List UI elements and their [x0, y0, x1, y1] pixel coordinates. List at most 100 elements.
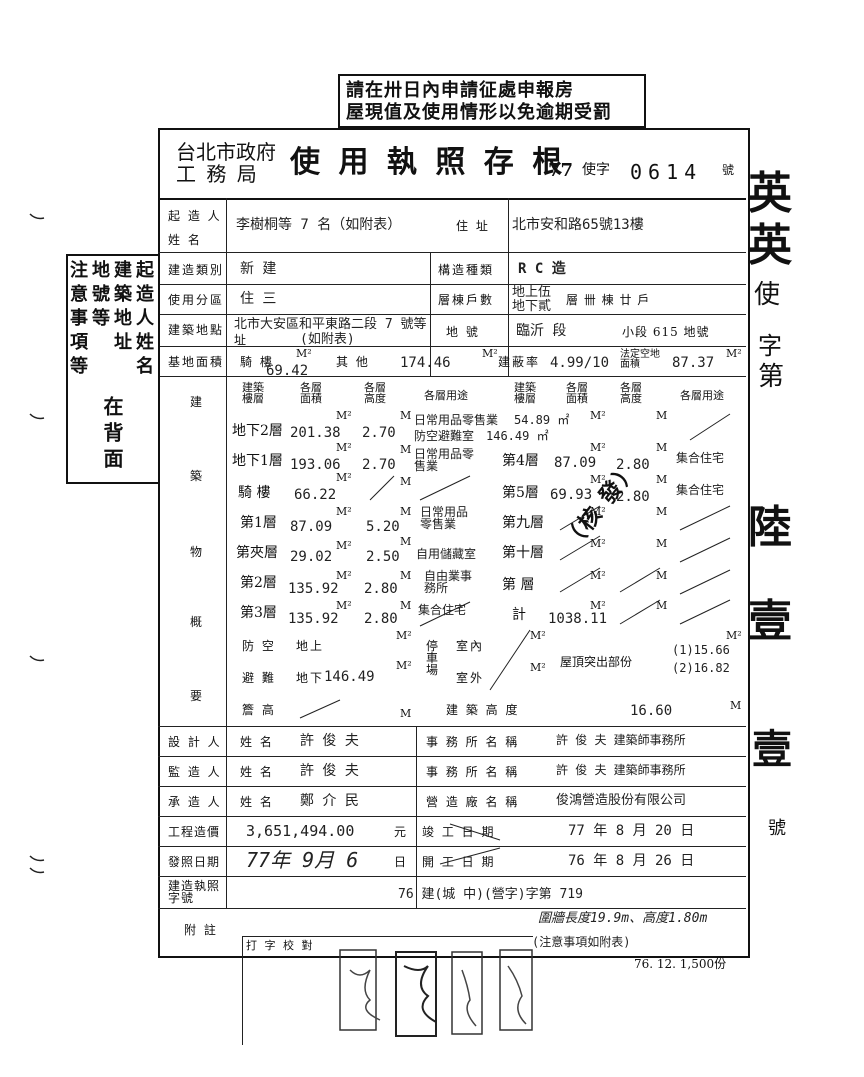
cost-value: 3,651,494.00: [246, 822, 355, 840]
parking-inside: 室內: [456, 639, 485, 653]
side-note-col4: 注意事項等: [67, 260, 88, 380]
side-note-box: 起造人姓名 建築地址 地號等 注意事項等 在背面: [66, 254, 160, 484]
left-use-3: 日常用品零售業: [420, 505, 469, 531]
supervisor-office: 許 俊 夫 建築師事務所: [556, 763, 686, 777]
right-floor-4: 第 層: [502, 577, 535, 593]
left-area-1: 193.06: [290, 457, 341, 473]
right-area-0: 87.09: [554, 455, 597, 471]
roof-label: 屋頂突出部份: [560, 655, 633, 669]
right-use-0: 集合住宅: [676, 451, 725, 465]
margin-char-2: 英: [748, 220, 792, 271]
building-height-label: 建 築 高 度: [446, 703, 520, 717]
left-floor-2: 騎 樓: [238, 485, 271, 501]
left-floor-4: 第夾層: [236, 545, 278, 561]
contractor-name: 鄭 介 民: [300, 793, 359, 809]
zone-value: 住 三: [240, 291, 277, 307]
left-area-2: 66.22: [294, 487, 337, 503]
other-label: 其 他: [336, 355, 370, 369]
site-label: 建築地點: [168, 323, 225, 337]
designer-office-label: 事 務 所 名 稱: [426, 735, 520, 749]
contractor-label: 承 造 人: [168, 795, 222, 809]
supervisor-office-label: 事 務 所 名 稱: [426, 765, 520, 779]
roof2: (2)16.82: [672, 661, 730, 675]
agency-line1: 台北市政府: [176, 140, 276, 164]
left-height-0: 2.70: [362, 425, 396, 441]
right-height-1: 2.80: [616, 489, 650, 505]
print-run: 76. 12. 1,500份: [634, 957, 727, 971]
legal-label: 法定空地面積: [620, 349, 660, 370]
floors-below: 地下貳: [512, 299, 552, 314]
coverage-label: 建蔽率: [498, 355, 541, 369]
start-label: 開 工 日 期: [422, 855, 496, 869]
designer-office: 許 俊 夫 建築師事務所: [556, 733, 686, 747]
left-floor-5: 第2層: [240, 575, 277, 591]
eave-label: 簷 高: [242, 703, 276, 717]
margin-char-8: 壹: [752, 726, 792, 773]
permit-year: 77: [548, 160, 574, 181]
left-height-6: 2.80: [364, 611, 398, 627]
left-use-4: 自用儲藏室: [416, 547, 477, 561]
side-char-5: 要: [190, 689, 205, 703]
build-type-value: 新 建: [240, 261, 277, 277]
permit-number: 0614: [630, 160, 703, 184]
notice-line1: 請在卅日內申請征處申報房: [346, 80, 574, 101]
margin-char-1: 英: [748, 168, 792, 219]
permit-label: 建造執照字號: [168, 879, 221, 905]
hdr-right-floor: 建築樓層: [514, 381, 536, 405]
supervisor-name: 許 俊 夫: [300, 763, 359, 779]
side-char-3: 物: [190, 545, 205, 559]
site-prefix: 址: [234, 333, 249, 347]
wall-note: 圍牆長度19.9m、高度1.80m: [538, 911, 708, 926]
start-date: 76 年 8 月 26 日: [568, 853, 695, 869]
margin-marks: [29, 213, 45, 874]
structure-value: R C 造: [518, 261, 566, 277]
shelter-label: 防空避難室: [414, 429, 475, 443]
left-area-0: 201.38: [290, 425, 341, 441]
left-area-3: 87.09: [290, 519, 333, 535]
side-char-2: 築: [190, 469, 205, 483]
side-char-1: 建: [190, 395, 205, 409]
margin-char-3: 使: [754, 280, 781, 310]
build-type-label: 建造類別: [168, 263, 225, 277]
proofread-box: [242, 936, 533, 1045]
arcade-label: 騎 樓: [240, 355, 274, 369]
contractor-office: 俊鴻營造股份有限公司: [556, 793, 687, 808]
supervisor-label: 監 造 人: [168, 765, 222, 779]
seal-3: [451, 951, 483, 1035]
permit-ref: 76 建(城 中)(營字)字第 719: [398, 887, 583, 902]
margin-char-9: 號: [768, 818, 786, 839]
form-title: 使 用 執 照 存 根: [290, 145, 567, 180]
applicant-name: 李樹桐等 7 名（如附表）: [236, 217, 402, 233]
floors-label: 層棟戶數: [438, 293, 495, 307]
right-height-0: 2.80: [616, 457, 650, 473]
other-area: 174.46: [400, 355, 451, 371]
contractor-office-label: 營 造 廠 名 稱: [426, 795, 520, 809]
designer-name-label: 姓 名: [240, 735, 274, 749]
designer-name: 許 俊 夫: [300, 733, 359, 749]
zone-label: 使用分區: [168, 293, 225, 307]
left-floor-1: 地下1層: [232, 453, 283, 469]
hdr-left-use: 各層用途: [424, 389, 468, 402]
form-frame: [158, 128, 750, 958]
lot-sub: 小段 615 地號: [622, 325, 710, 339]
right-area-5: 1038.11: [548, 611, 608, 627]
hdr-right-use: 各層用途: [680, 389, 724, 402]
left-height-1: 2.70: [362, 457, 396, 473]
left-height-3: 5.20: [366, 519, 400, 535]
left-use-0: 日常用品零售業: [414, 413, 499, 427]
cost-unit: 元: [394, 825, 409, 839]
margin-char-4: 字: [758, 332, 782, 360]
building-height: 16.60: [630, 703, 673, 719]
applicant-label: 起 造 人: [168, 209, 222, 223]
floors-above: 地上伍: [512, 285, 552, 300]
site-value2: (如附表): [300, 332, 355, 347]
issue-date: 77年 9月 6: [246, 848, 359, 872]
applicant-name-label: 姓 名: [168, 233, 202, 247]
right-use-1: 集合住宅: [676, 483, 725, 497]
issue-day: 日: [394, 855, 409, 869]
hdr-right-area: 各層面積: [566, 381, 588, 405]
parking-label: 停車場: [426, 639, 439, 677]
shelter-row-label: 防 空: [242, 639, 276, 653]
evac-row-label: 避 難: [242, 671, 276, 685]
